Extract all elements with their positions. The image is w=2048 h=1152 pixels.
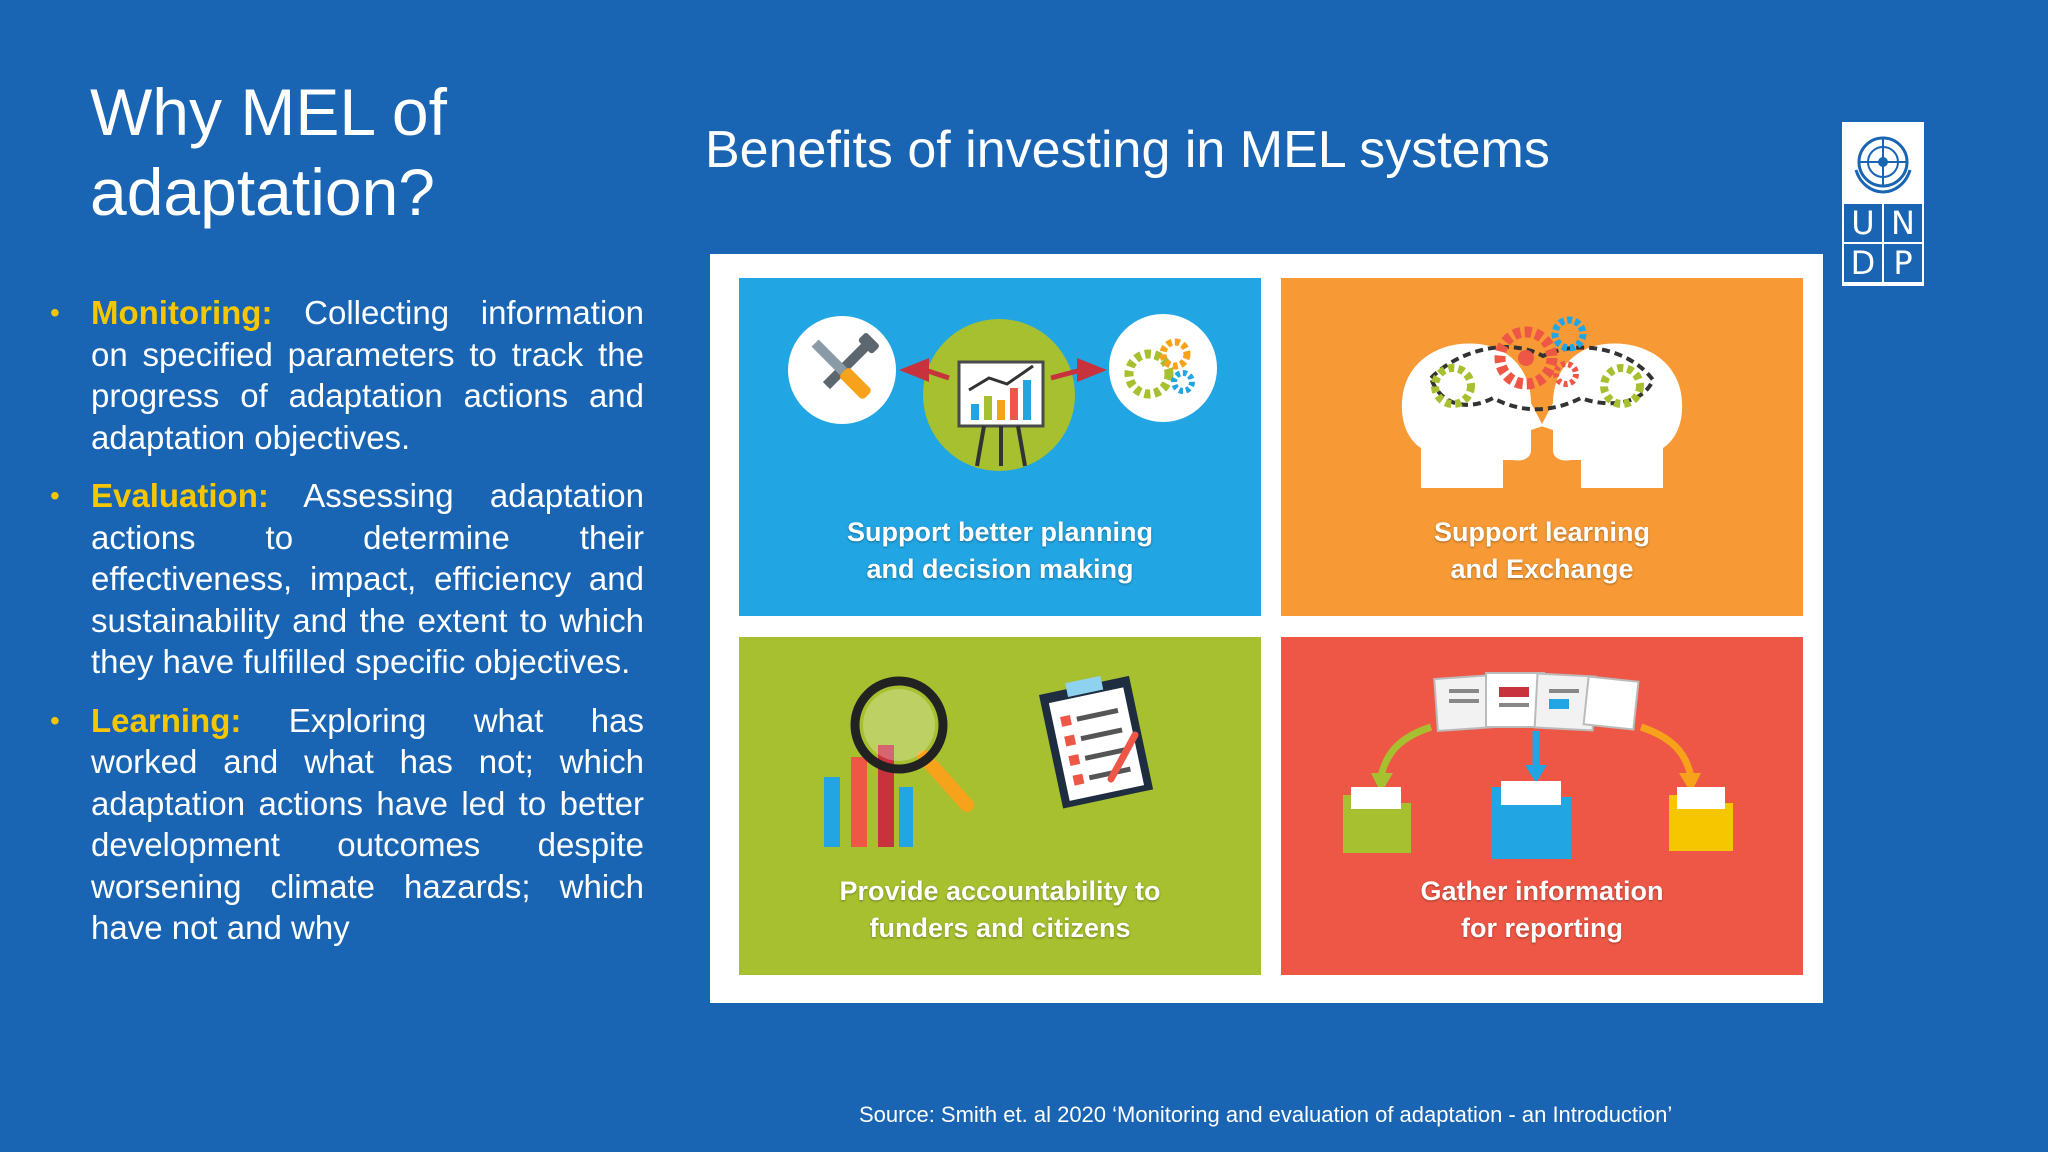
bullet-text: Assessing adaptation actions to determin… <box>91 477 644 680</box>
panel-label: Gather information for reporting <box>1281 873 1803 947</box>
bullet-dot-icon: • <box>50 480 60 511</box>
panel-label-line-2: for reporting <box>1461 913 1623 943</box>
panel-reporting: Gather information for reporting <box>1281 637 1803 975</box>
slide-title-line-2: adaptation? <box>90 155 435 229</box>
logo-letter: N <box>1884 204 1922 242</box>
bullet-text: Collecting information on specified para… <box>91 294 644 456</box>
reports-folders-icon <box>1343 672 1733 859</box>
panel-label: Support learning and Exchange <box>1281 514 1803 588</box>
definitions-list: • Monitoring: Collecting information on … <box>50 292 644 966</box>
panel-label: Support better planning and decision mak… <box>739 514 1261 588</box>
bullet-learning: • Learning: Exploring what has worked an… <box>50 700 644 949</box>
panel-label-line-1: Support better planning <box>847 517 1153 547</box>
logo-letter: D <box>1844 244 1882 282</box>
panel-label-line-1: Support learning <box>1434 517 1650 547</box>
panel-learning: Support learning and Exchange <box>1281 278 1803 616</box>
graphic-title: Benefits of investing in MEL systems <box>705 121 1550 179</box>
slide-title-line-1: Why MEL of <box>90 75 447 149</box>
heads-gears-icon <box>1401 316 1683 488</box>
panel-label-line-2: funders and citizens <box>869 913 1131 943</box>
undp-logo: U N D P <box>1842 122 1924 286</box>
panel-label: Provide accountability to funders and ci… <box>739 873 1261 947</box>
panel-label-line-2: and decision making <box>866 554 1134 584</box>
planning-chart-icon <box>788 314 1217 471</box>
bullet-evaluation: • Evaluation: Assessing adaptation actio… <box>50 475 644 683</box>
panel-accountability: Provide accountability to funders and ci… <box>739 637 1261 975</box>
bullet-term: Learning: <box>91 701 242 739</box>
slide-title: Why MEL of adaptation? <box>90 72 650 232</box>
bullet-dot-icon: • <box>50 297 60 328</box>
logo-letter: P <box>1884 244 1922 282</box>
bullet-term: Evaluation: <box>91 477 269 514</box>
bullet-text: Exploring what has worked and what has n… <box>91 701 644 947</box>
source-citation: Source: Smith et. al 2020 ‘Monitoring an… <box>859 1102 1673 1127</box>
panel-label-line-2: and Exchange <box>1450 554 1634 584</box>
panel-label-line-1: Gather information <box>1420 876 1664 906</box>
panel-planning: Support better planning and decision mak… <box>739 278 1261 616</box>
benefits-graphic: Support better planning and decision mak… <box>710 254 1823 1003</box>
magnifier-checklist-icon <box>824 675 1154 847</box>
un-emblem-icon <box>1854 136 1912 194</box>
logo-letter: U <box>1844 204 1882 242</box>
panel-label-line-1: Provide accountability to <box>839 876 1161 906</box>
bullet-monitoring: • Monitoring: Collecting information on … <box>50 292 644 458</box>
bullet-dot-icon: • <box>50 704 60 736</box>
bullet-term: Monitoring: <box>91 294 273 331</box>
